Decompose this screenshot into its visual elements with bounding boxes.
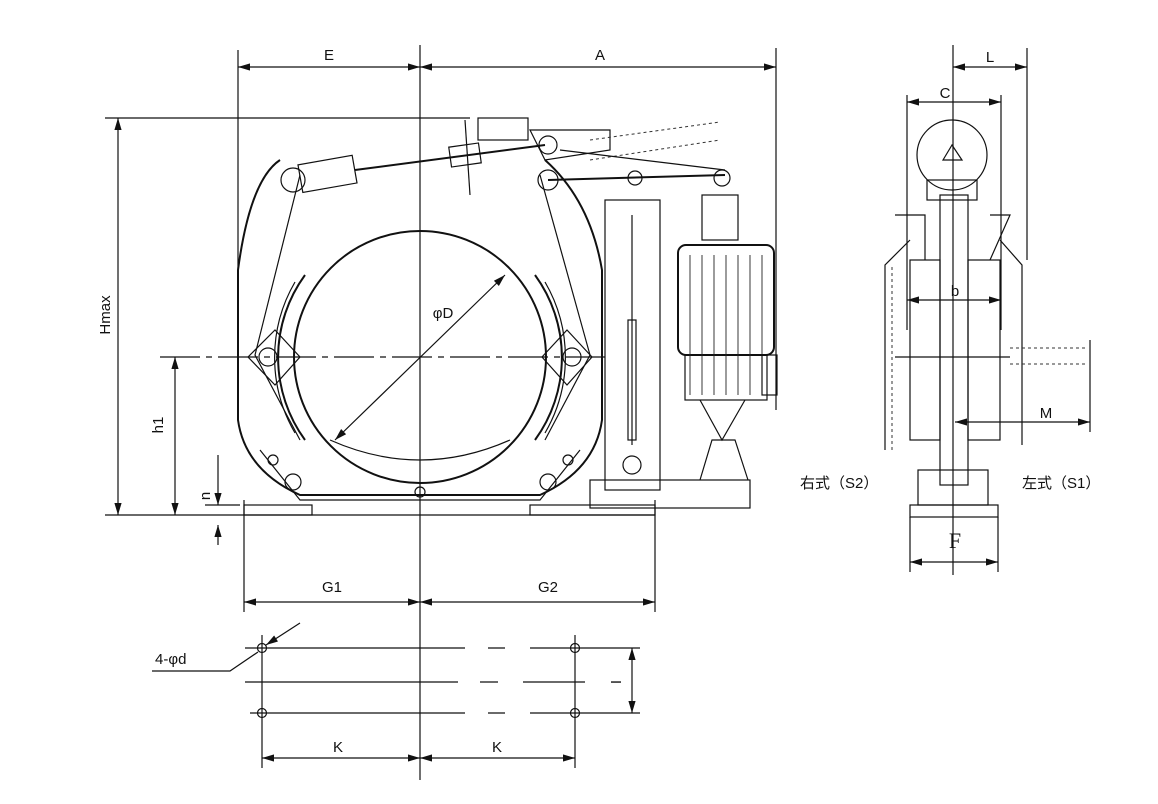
label-G1: G1 <box>322 579 342 596</box>
dimension-phiD <box>334 274 506 441</box>
label-C: C <box>940 85 951 102</box>
label-phiD: φD <box>433 305 454 322</box>
brake-frame <box>237 135 656 516</box>
dimension-n <box>205 455 240 545</box>
side-view <box>884 45 1091 575</box>
label-K-left: K <box>333 739 343 756</box>
label-holes: 4-φd <box>155 651 186 668</box>
label-left-type: 左式（S1） <box>1022 475 1100 492</box>
extension-lines <box>105 45 777 780</box>
label-L: L <box>986 49 994 66</box>
label-E: E <box>324 47 334 64</box>
label-b: b <box>951 283 959 300</box>
thruster <box>589 194 778 509</box>
spring-lever <box>297 117 731 196</box>
bolt-pattern <box>152 622 640 768</box>
label-M: M <box>1040 405 1053 422</box>
label-I: I <box>608 680 625 684</box>
label-A: A <box>595 47 605 64</box>
label-K-right: K <box>492 739 502 756</box>
label-F: F <box>949 528 961 553</box>
label-h1: h1 <box>150 417 167 434</box>
label-right-type: 右式（S2） <box>800 475 878 492</box>
label-Hmax: Hmax <box>97 295 114 335</box>
label-n: n <box>197 492 214 500</box>
label-G2: G2 <box>538 579 558 596</box>
